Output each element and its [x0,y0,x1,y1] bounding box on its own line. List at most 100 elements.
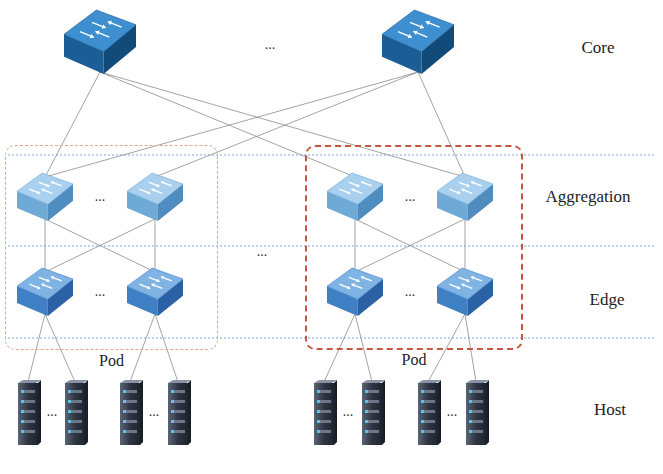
server-light [171,430,174,433]
switch-arrow [139,189,150,193]
switch-arrowhead [51,181,54,185]
server-light [123,420,126,423]
switch-arrow [449,284,460,288]
server-bay [68,410,82,413]
server-light [21,420,24,423]
switch-arrowhead [471,181,474,185]
ellipsis-mark: ... [265,37,276,52]
server-icon [466,380,489,445]
layer-divider [8,246,655,247]
switch-arrowhead [161,276,164,280]
server-light [21,430,24,433]
server-light [365,410,368,413]
server-bay [365,400,379,403]
server-bay [317,410,331,413]
switch-top [382,10,454,52]
layer-name: Aggregation [546,188,631,207]
server-bay [68,400,82,403]
switch-arrowhead [413,30,417,35]
server-light [469,390,472,393]
ellipsis-mark: ... [405,284,416,299]
switch-arrowhead [156,279,159,283]
server-light [68,390,71,393]
server-side [334,380,337,445]
server-bay [171,410,185,413]
server-light [123,400,126,403]
server-body [314,383,334,445]
server-icon [120,380,143,445]
switch-icon [64,10,136,74]
server-light [365,430,368,433]
switch-arrow [398,32,412,38]
ellipsis-mark: ... [149,404,160,419]
server-body [418,383,438,445]
switch-arrow [29,284,40,288]
server-side [38,380,41,445]
switch-arrowhead [151,283,154,287]
ellipsis-mark: ... [47,404,58,419]
server-top [65,380,88,383]
switch-arrow [461,284,472,288]
switch-arrowhead [95,30,99,35]
switch-arrow [349,277,360,281]
switch-icon [382,10,454,74]
layer-divider [8,155,655,156]
server-bay [123,430,137,433]
server-top [314,380,337,383]
switch-icon [17,173,73,221]
server-bay [469,400,483,403]
switch-arrow [95,31,109,37]
server-bay [421,430,435,433]
cable [428,314,465,382]
server-bay [469,390,483,393]
switch-top [437,173,493,204]
server-top [168,380,191,383]
ellipsis-mark: ... [257,244,268,259]
server-bay [365,420,379,423]
server-light [421,390,424,393]
server-top [120,380,143,383]
server-light [317,390,320,393]
switch-arrow [80,32,94,38]
server-bay [421,420,435,423]
server-light [68,430,71,433]
switch-arrow [149,182,160,186]
server-side [486,380,489,445]
switch-arrowhead [347,286,350,290]
server-light [317,420,320,423]
server-bay [365,410,379,413]
server-light [365,390,368,393]
server-light [68,420,71,423]
server-light [68,400,71,403]
switch-arrow [449,189,460,193]
switch-arrow [161,182,172,186]
server-light [171,400,174,403]
server-top [18,380,41,383]
switch-arrowhead [347,191,350,195]
pod-group: Pod [5,145,218,350]
switch-arrowhead [90,34,94,39]
server-light [421,420,424,423]
server-light [171,420,174,423]
switch-arrowhead [156,184,159,188]
server-bay [21,410,35,413]
server-bay [317,430,331,433]
server-bay [469,430,483,433]
server-side [438,380,441,445]
pod-label: Pod [96,352,127,370]
switch-arrowhead [108,21,112,26]
server-bay [421,410,435,413]
server-light [68,410,71,413]
switch-arrow [351,284,362,288]
switch-arrow [471,277,482,281]
server-icon [314,380,337,445]
switch-top [327,268,383,299]
server-bay [365,430,379,433]
switch-arrow [151,189,162,193]
switch-arrowhead [466,279,469,283]
switch-arrowhead [37,191,40,195]
switch-arrowhead [147,191,150,195]
server-light [469,400,472,403]
server-bay [171,420,185,423]
